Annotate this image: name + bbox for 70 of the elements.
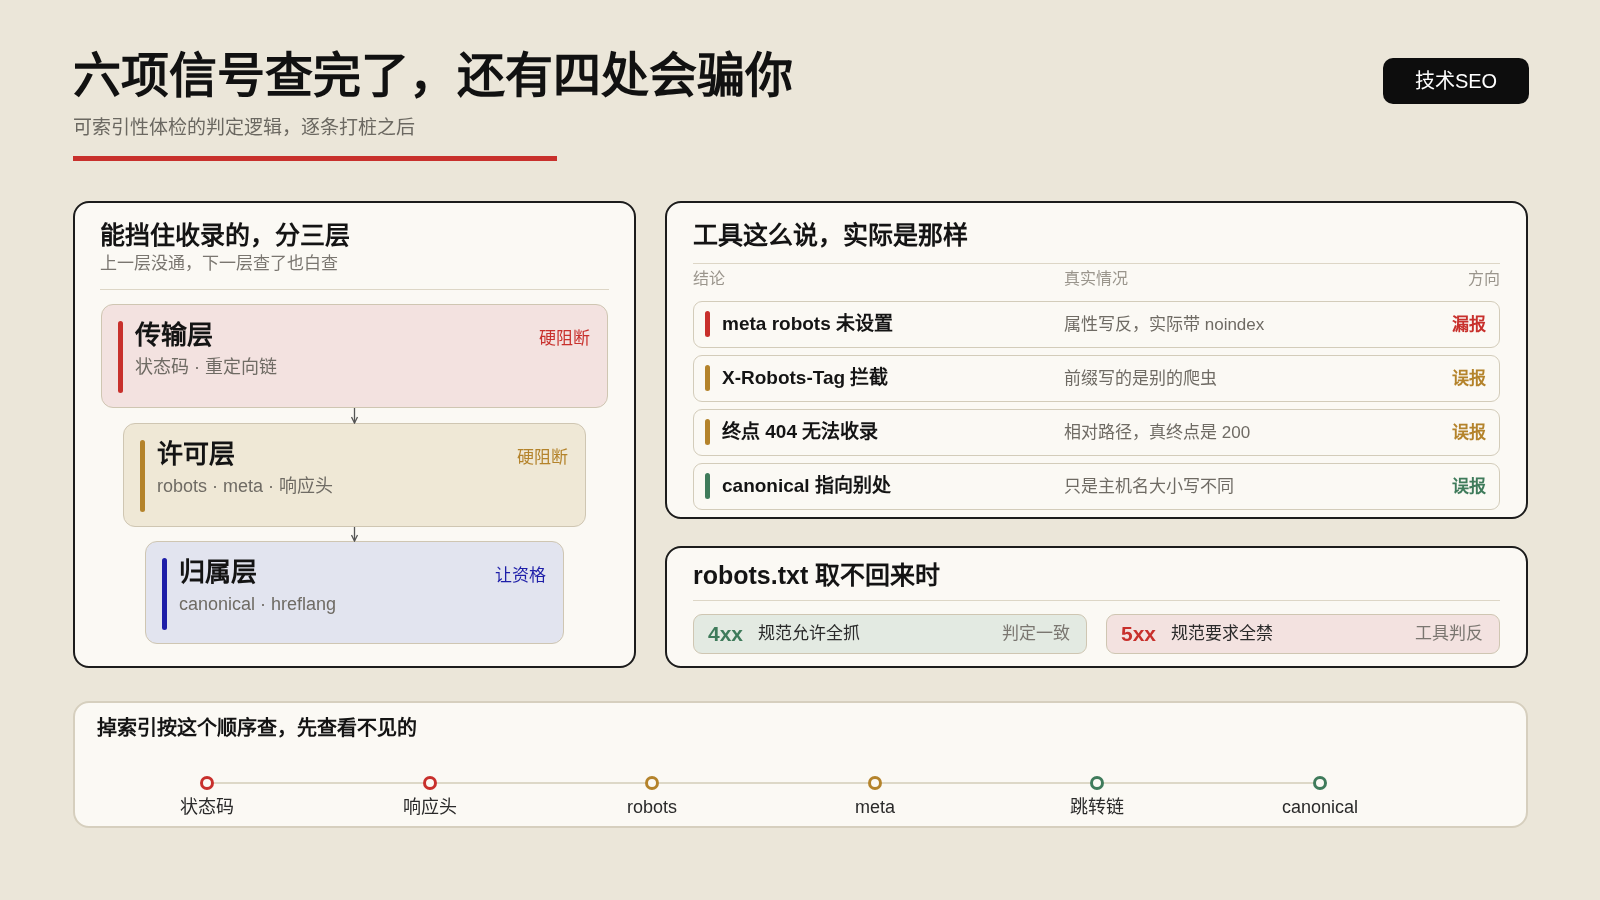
timeline-dot	[645, 776, 659, 790]
arrow	[350, 526, 359, 542]
timeline-label: meta	[855, 796, 895, 819]
layer-card	[101, 304, 608, 408]
timeline-label: canonical	[1281, 796, 1359, 819]
timeline-label: 跳转链	[1070, 796, 1124, 819]
page-subtitle: 可索引性体检的判定逻辑，逐条打桩之后	[73, 116, 415, 140]
verdict-text: 漏报	[1452, 313, 1486, 336]
layer-items: canonical · hreflang	[179, 593, 337, 616]
claim-text: meta robots 未设置	[722, 312, 894, 336]
reality-text: 只是主机名大小写不同	[1064, 475, 1234, 498]
status-code: 4xx	[708, 620, 744, 647]
verdict-text: 误报	[1452, 367, 1486, 390]
layer-title: 传输层	[135, 318, 213, 352]
verdict-text: 工具判反	[1415, 623, 1483, 645]
claim-text: X-Robots-Tag 拦截	[722, 365, 889, 390]
panel	[665, 546, 1528, 668]
timeline-line	[213, 782, 424, 784]
panel-heading: robots.txt 取不回来时	[693, 560, 941, 591]
layer-title: 归属层	[179, 555, 257, 589]
timeline-label: robots	[627, 796, 677, 819]
timeline-dot	[868, 776, 882, 790]
arrow	[350, 407, 359, 424]
timeline-dot	[1090, 776, 1104, 790]
timeline-line	[881, 782, 1091, 784]
page-title: 六项信号查完了，还有四处会骗你	[73, 48, 793, 104]
panel-heading: 掉索引按这个顺序查，先查看不见的	[97, 715, 417, 741]
timeline-line	[1103, 782, 1314, 784]
rule-text: 规范要求全禁	[1171, 623, 1273, 645]
layer-tag: 硬阻断	[539, 326, 590, 350]
layer-card	[145, 541, 564, 644]
timeline-dot	[1313, 776, 1327, 790]
layer-tag: 硬阻断	[517, 445, 568, 469]
timeline-line	[658, 782, 869, 784]
column-header: 结论	[693, 269, 725, 289]
status-card	[1106, 614, 1500, 654]
reality-text: 相对路径，真终点是 200	[1064, 421, 1251, 444]
column-header: 方向	[1468, 269, 1500, 289]
layer-tag: 让资格	[495, 563, 546, 587]
table-row	[693, 301, 1500, 348]
claim-text: 终点 404 无法收录	[722, 420, 879, 444]
layer-items: robots · meta · 响应头	[157, 475, 334, 498]
panel	[73, 201, 636, 668]
column-header: 真实情况	[1064, 269, 1128, 289]
claim-text: canonical 指向别处	[722, 474, 891, 498]
panel-heading: 能挡住收录的，分三层	[100, 220, 350, 251]
layer-title: 许可层	[157, 437, 235, 471]
timeline-line	[436, 782, 646, 784]
timeline-label: 响应头	[403, 796, 457, 819]
rule-text: 规范允许全抓	[758, 623, 860, 645]
table-row	[693, 355, 1500, 402]
timeline-dot	[423, 776, 437, 790]
table-row	[693, 463, 1500, 510]
timeline-dot	[200, 776, 214, 790]
reality-text: 属性写反，实际带 noindex	[1064, 313, 1265, 336]
timeline-label: 状态码	[180, 796, 234, 819]
verdict-text: 误报	[1452, 421, 1486, 444]
layer-card	[123, 423, 586, 527]
table-row	[693, 409, 1500, 456]
topic-tag: 技术SEO	[1383, 58, 1529, 104]
panel	[665, 201, 1528, 519]
panel-heading: 工具这么说，实际是那样	[693, 220, 968, 251]
status-code: 5xx	[1121, 620, 1157, 647]
layer-items: 状态码 · 重定向链	[135, 356, 277, 379]
verdict-text: 判定一致	[1002, 623, 1070, 645]
status-card	[693, 614, 1087, 654]
reality-text: 前缀写的是别的爬虫	[1064, 367, 1217, 390]
panel-subtitle: 上一层没通，下一层查了也白查	[100, 252, 338, 275]
panel	[73, 701, 1528, 828]
verdict-text: 误报	[1452, 475, 1486, 498]
